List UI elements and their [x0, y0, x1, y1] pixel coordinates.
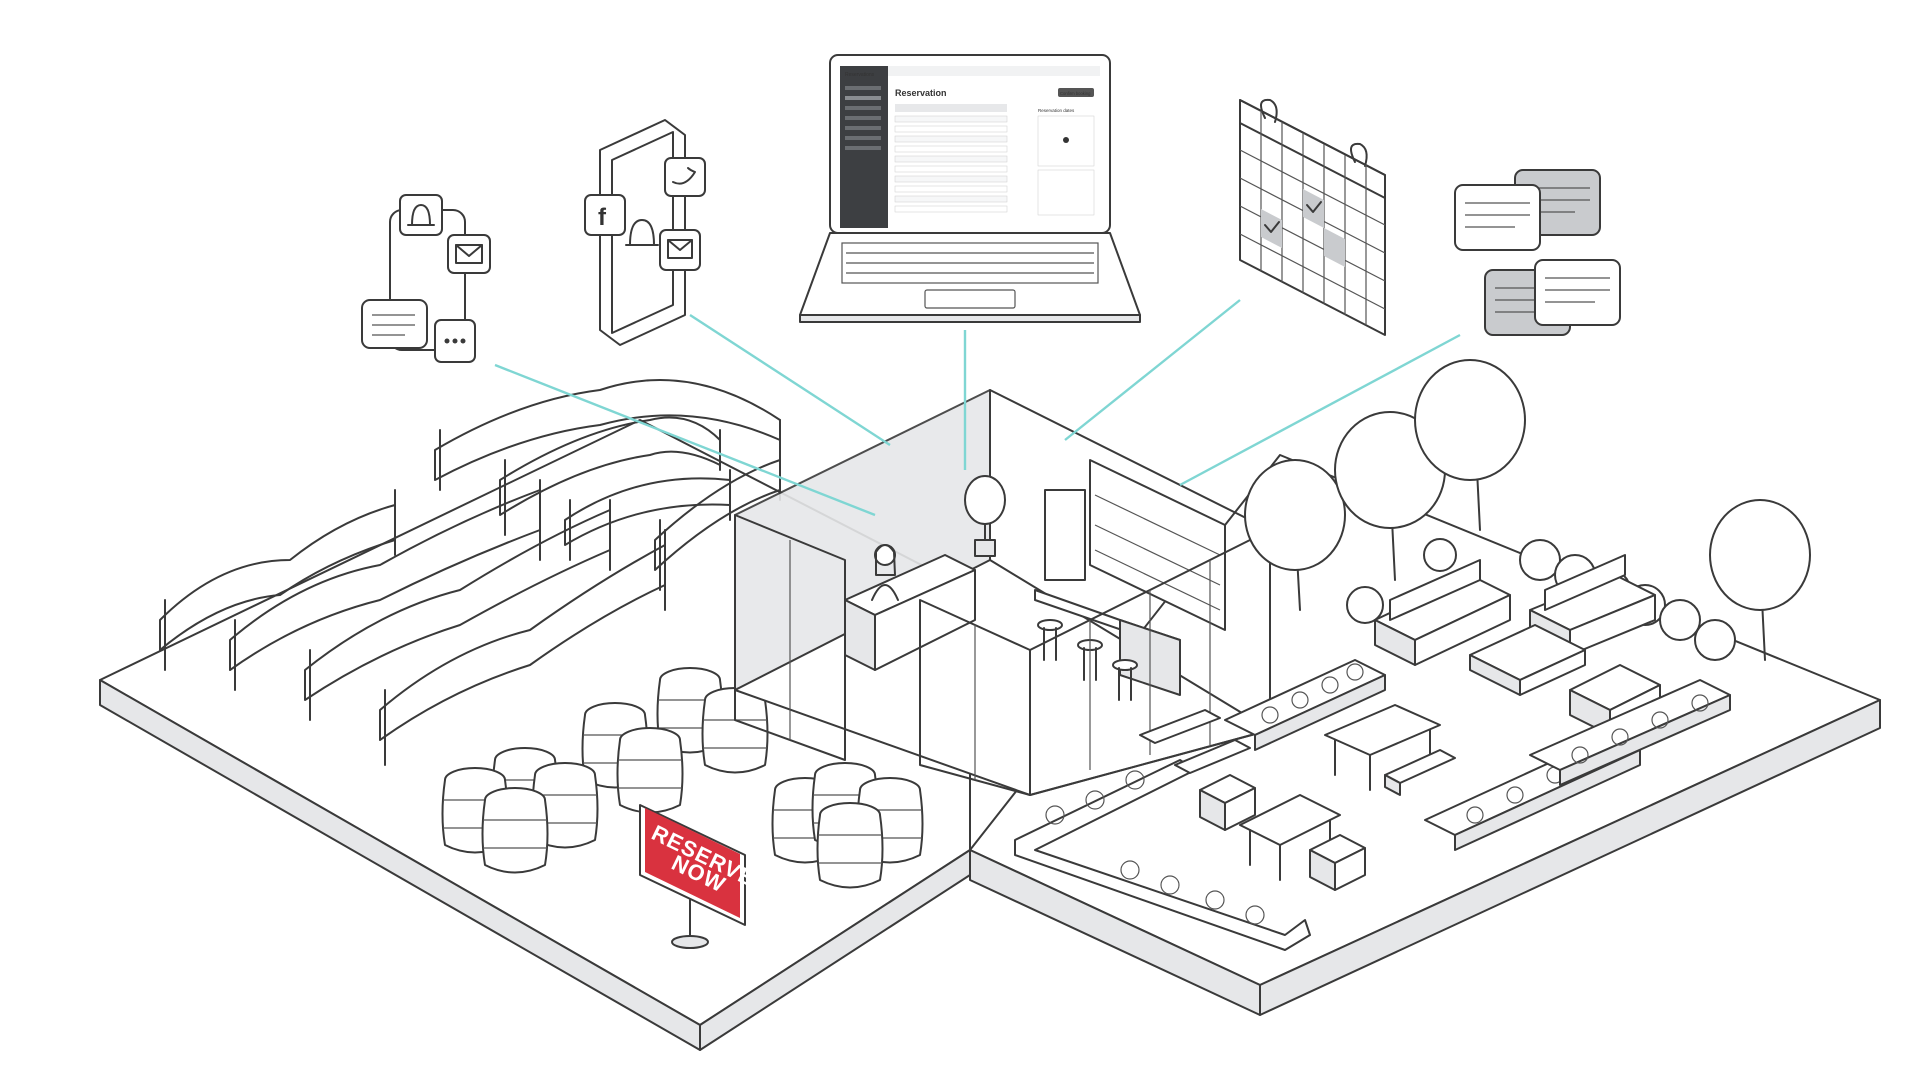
calendar-rings: [1260, 98, 1368, 167]
message-dots-icon: [434, 319, 476, 363]
bar-stool: [1112, 659, 1138, 701]
app-name: Reservations: [845, 72, 875, 78]
calendar-icon: [1239, 98, 1386, 336]
reserve-now-sign[interactable]: RESERVE NOW: [639, 804, 759, 949]
vine-row: [654, 439, 781, 591]
trees: [1244, 359, 1811, 661]
mini-calendar: Reservation dates: [1037, 108, 1095, 216]
door: [1044, 489, 1086, 581]
planter-box: [1224, 659, 1386, 751]
reservation-table: [894, 104, 1008, 213]
notification-bell-icon: [399, 194, 443, 236]
coffee-table: [1469, 624, 1586, 696]
laptop: Reservations Reservation Confirm booking…: [799, 54, 1141, 323]
sign-panel: [645, 808, 740, 918]
barrel: [816, 802, 884, 889]
barrel: [481, 787, 549, 874]
chat-bubble: [1454, 184, 1541, 251]
vine-row: [159, 489, 396, 671]
chat-messages-icon: [1454, 169, 1621, 336]
chat-bubble-icon: [361, 299, 428, 349]
smartphone: f: [584, 119, 706, 346]
social-twitter-icon: [664, 157, 706, 197]
dining-table: [1239, 794, 1341, 881]
barrel: [616, 727, 684, 814]
notification-cluster: [361, 194, 491, 363]
bench: [1384, 749, 1456, 796]
vine-row: [304, 499, 611, 721]
chair: [1199, 774, 1256, 831]
vine-row: [379, 529, 666, 766]
chat-bubble: [1534, 259, 1621, 326]
dining-area: [1014, 659, 1731, 951]
email-icon: [447, 234, 491, 274]
tree: [1414, 359, 1526, 531]
vineyard: [159, 379, 781, 766]
wine-shelf: [1089, 459, 1226, 631]
svg-text:f: f: [598, 204, 607, 231]
notification-bell-icon: [625, 219, 659, 246]
confirm-button[interactable]: [1058, 88, 1094, 97]
vine-row: [564, 469, 731, 561]
page-title: Reservation: [895, 88, 947, 98]
chair: [1309, 834, 1366, 891]
calendar-grid: [1239, 111, 1386, 325]
wine-barrels: [441, 667, 924, 889]
dining-table: [1324, 704, 1441, 791]
vine-row: [229, 479, 541, 691]
calendar-title: Reservation dates: [1038, 108, 1075, 113]
email-icon: [659, 229, 701, 271]
social-facebook-icon: f: [584, 194, 626, 236]
confirm-button-label: Confirm booking: [1060, 91, 1091, 96]
trackpad: [924, 289, 1016, 309]
vine-row: [499, 416, 721, 536]
planter-box: [1529, 679, 1731, 786]
sofa: [1374, 559, 1511, 666]
connector-lines: [494, 299, 1461, 517]
topiary-plant: [964, 475, 1006, 557]
tasting-room: [734, 389, 1271, 796]
receptionist: [871, 544, 899, 601]
tree: [1709, 499, 1811, 661]
bench: [1139, 709, 1251, 774]
tree: [1244, 459, 1346, 611]
